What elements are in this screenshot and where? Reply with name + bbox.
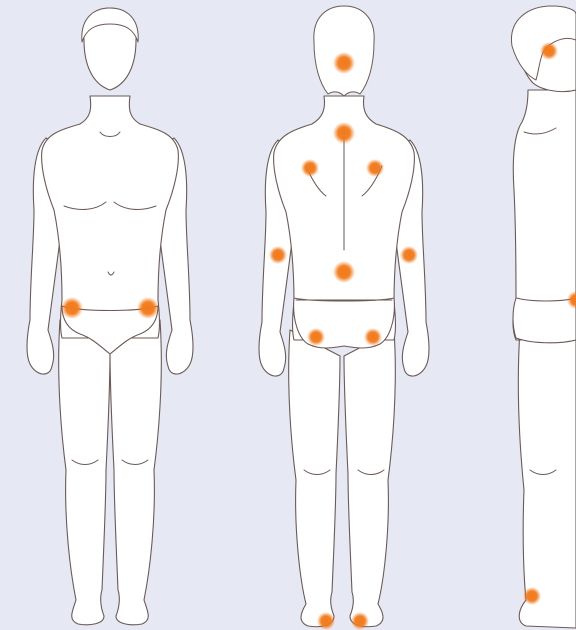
left-elbow-point [269, 246, 287, 264]
front-torso [42, 96, 179, 338]
left-buttock-point [307, 328, 325, 346]
right-hip-point [137, 297, 159, 319]
left-shoulder-blade-point [301, 159, 319, 177]
left-heel-point [317, 612, 335, 630]
back-hair [314, 6, 374, 96]
side-heel-point [523, 587, 541, 605]
right-buttock-point [364, 328, 382, 346]
lower-back-point [333, 261, 355, 283]
left-hip-point [61, 297, 83, 319]
side-head-point [540, 42, 558, 60]
occiput-point [333, 52, 355, 74]
right-heel-point [351, 612, 369, 630]
right-shoulder-blade-point [366, 159, 384, 177]
right-elbow-point [400, 246, 418, 264]
side-shorts [513, 298, 576, 343]
lower-neck-point [333, 122, 355, 144]
